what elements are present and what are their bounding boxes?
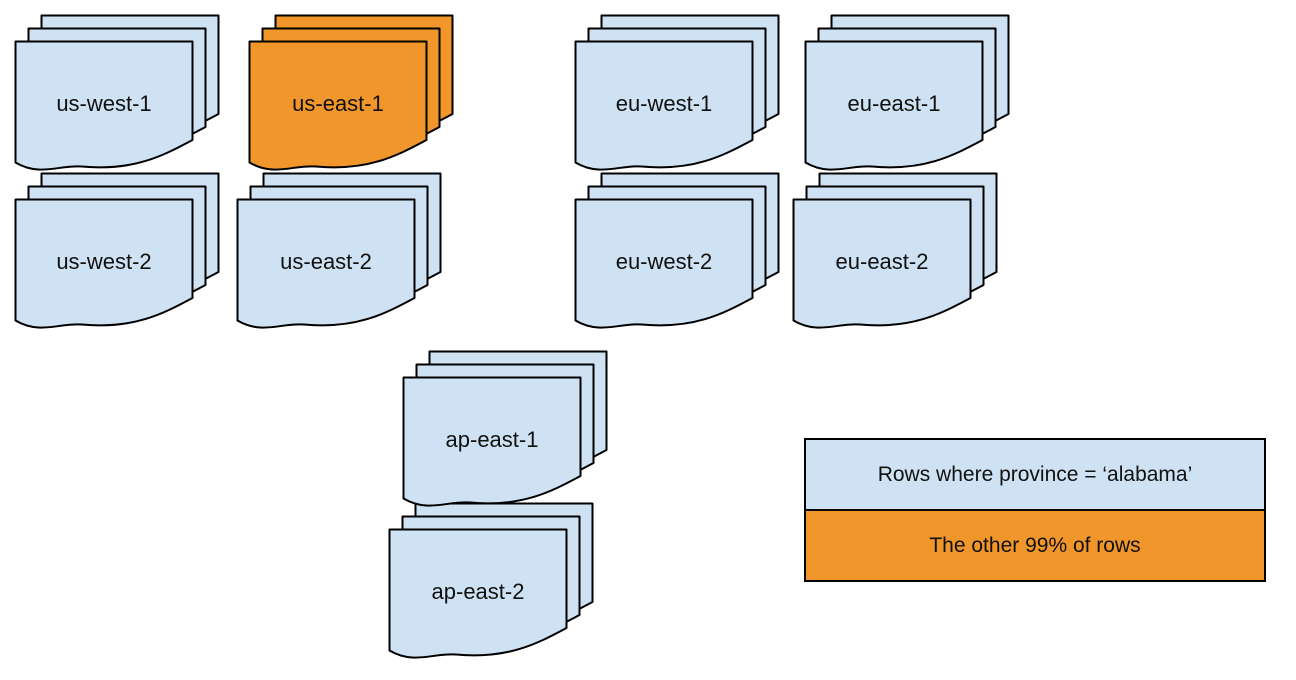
document-page-front [804, 40, 984, 171]
document-stack-shape [402, 350, 608, 507]
legend-row-alabama: Rows where province = ‘alabama’ [806, 440, 1264, 509]
document-stack-shape [236, 172, 442, 329]
document-stack-shape [248, 14, 454, 171]
document-stack-shape [792, 172, 998, 329]
document-page-front [574, 40, 754, 171]
document-page-front [402, 376, 582, 507]
region-stack-eu-west-1: eu-west-1 [574, 14, 780, 180]
document-stack-shape [14, 172, 220, 329]
document-page-front [248, 40, 428, 171]
region-stack-us-west-2: us-west-2 [14, 172, 220, 338]
legend: Rows where province = ‘alabama’ The othe… [804, 438, 1266, 582]
region-stack-eu-west-2: eu-west-2 [574, 172, 780, 338]
document-page-front [14, 198, 194, 329]
document-stack-shape [804, 14, 1010, 171]
document-stack-shape [388, 502, 594, 659]
region-stack-ap-east-1: ap-east-1 [402, 350, 608, 516]
region-stack-ap-east-2: ap-east-2 [388, 502, 594, 668]
document-stack-shape [14, 14, 220, 171]
document-page-front [388, 528, 568, 659]
document-stack-shape [574, 172, 780, 329]
document-page-front [574, 198, 754, 329]
document-stack-shape [574, 14, 780, 171]
document-page-front [14, 40, 194, 171]
legend-row-other-rows: The other 99% of rows [806, 509, 1264, 580]
document-page-front [792, 198, 972, 329]
region-stack-eu-east-2: eu-east-2 [792, 172, 998, 338]
legend-label-alabama: Rows where province = ‘alabama’ [877, 462, 1193, 486]
region-stack-us-east-1: us-east-1 [248, 14, 454, 180]
legend-label-other-rows: The other 99% of rows [929, 533, 1141, 557]
document-page-front [236, 198, 416, 329]
region-stack-eu-east-1: eu-east-1 [804, 14, 1010, 180]
region-stack-us-east-2: us-east-2 [236, 172, 442, 338]
region-stack-us-west-1: us-west-1 [14, 14, 220, 180]
